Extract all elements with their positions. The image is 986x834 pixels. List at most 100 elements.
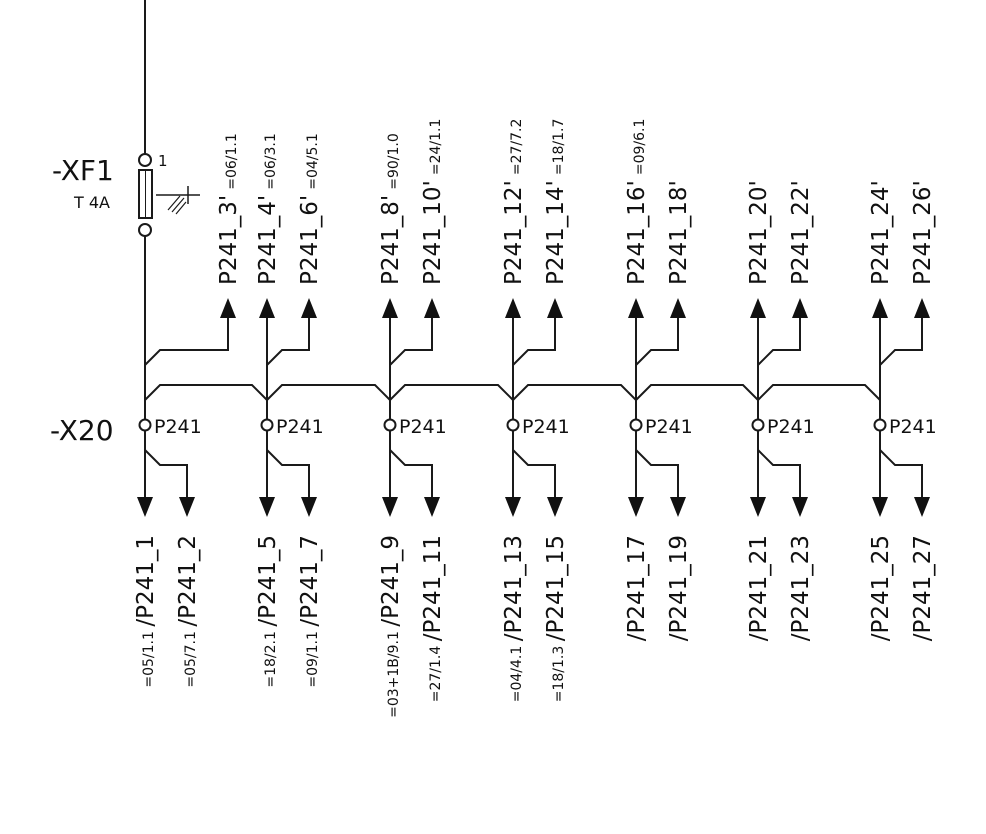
arrow-up-icon [220,298,236,318]
wire-number: /P241_23 [788,535,814,641]
bottom-wire-label: =27/1.4 /P241_11 [420,535,446,702]
terminal-6[interactable] [751,418,765,432]
bridge-wire [144,384,268,401]
arrow-down-icon [424,497,440,517]
arrow-up-icon [382,298,398,318]
arrow-down-icon [179,497,195,517]
wire-number: P241_8' [378,195,404,285]
arrow-up-icon [259,298,275,318]
arrow-down-icon [792,497,808,517]
arrow-down-icon [382,497,398,517]
arrow-down-icon [872,497,888,517]
cross-reference: =05/7.1 [183,631,199,688]
terminal-1[interactable] [138,418,152,432]
cross-reference: =27/1.4 [428,646,444,703]
bridge-wire [512,384,637,401]
wire [266,316,310,366]
wire [635,449,679,499]
wire-number: P241_16' [624,180,650,285]
top-wire-label: P241_16'=09/6.1 [624,119,650,285]
arrow-down-icon [628,497,644,517]
terminal-7[interactable] [873,418,887,432]
wire [757,449,801,499]
bottom-wire-label: /P241_17 [624,535,650,641]
wire-number: P241_14' [543,180,569,285]
wire-number: P241_20' [746,180,772,285]
wire-number: /P241_13 [501,535,527,641]
top-wire-label: P241_20' [746,180,772,285]
terminal-4[interactable] [506,418,520,432]
terminal-label: P241 [522,416,570,438]
wire-number: P241_4' [255,195,281,285]
arrow-up-icon [872,298,888,318]
terminal-label: P241 [399,416,447,438]
wire-number: /P241_27 [910,535,936,641]
arrow-up-icon [670,298,686,318]
wire-number: /P241_15 [543,535,569,641]
terminal-label: P241 [154,416,202,438]
arrow-down-icon [259,497,275,517]
bottom-wire-label: =18/1.3 /P241_15 [543,535,569,702]
arrow-down-icon [137,497,153,517]
terminal-label: P241 [645,416,693,438]
bridge-wire [757,384,881,401]
arrow-up-icon [914,298,930,318]
wire [879,316,923,366]
arrow-up-icon [750,298,766,318]
top-wire-label: P241_18' [666,180,692,285]
wire-number: P241_18' [666,180,692,285]
fuse-tag: -XF1 [52,154,114,187]
cross-reference: =06/3.1 [263,133,279,190]
cross-reference: =90/1.0 [386,133,402,190]
arrow-up-icon [547,298,563,318]
wire [389,449,433,499]
wire [879,449,923,499]
top-wire-label: P241_24' [868,180,894,285]
cross-reference: =18/1.3 [551,646,567,703]
cross-reference: =03+1B/9.1 [386,631,402,718]
wire-number: P241_24' [868,180,894,285]
wire-number: /P241_25 [868,535,894,641]
wire-number: /P241_2 [175,535,201,627]
bottom-wire-label: /P241_19 [666,535,692,641]
wire-number: P241_22' [788,180,814,285]
fuse-terminal-bottom [138,223,152,237]
terminal-label: P241 [889,416,937,438]
fuse-terminal-top [138,153,152,167]
bottom-wire-label: =03+1B/9.1 /P241_9 [378,535,404,718]
wire [512,449,556,499]
arrow-down-icon [301,497,317,517]
arrow-down-icon [547,497,563,517]
cross-reference: =27/7.2 [509,119,525,176]
top-wire-label: P241_14'=18/1.7 [543,119,569,285]
cross-reference: =09/1.1 [305,631,321,688]
top-wire-label: P241_3'=06/1.1 [216,133,242,285]
bottom-wire-label: =09/1.1 /P241_7 [297,535,323,688]
bottom-wire-label: =05/7.1 /P241_2 [175,535,201,688]
top-wire-label: P241_22' [788,180,814,285]
arrow-down-icon [670,497,686,517]
arrow-up-icon [792,298,808,318]
arrow-up-icon [301,298,317,318]
wire [512,316,556,366]
wire-number: /P241_21 [746,535,772,641]
cross-reference: =06/1.1 [224,133,240,190]
terminal-strip-tag: -X20 [50,414,114,447]
wire [757,316,801,366]
arrow-down-icon [505,497,521,517]
top-wire-label: P241_8' =90/1.0 [378,133,404,285]
terminal-3[interactable] [383,418,397,432]
bottom-wire-label: =18/2.1 /P241_5 [255,535,281,688]
cross-reference: =05/1.1 [141,631,157,688]
bottom-wire-label: =04/4.1 /P241_13 [501,535,527,702]
terminal-2[interactable] [260,418,274,432]
bottom-wire-label: /P241_25 [868,535,894,641]
terminal-label: P241 [767,416,815,438]
wire-number: /P241_19 [666,535,692,641]
wire-number: /P241_1 [133,535,159,627]
bottom-wire-label: /P241_27 [910,535,936,641]
top-wire-label: P241_10'=24/1.1 [420,119,446,285]
terminal-5[interactable] [629,418,643,432]
wire [144,449,188,499]
